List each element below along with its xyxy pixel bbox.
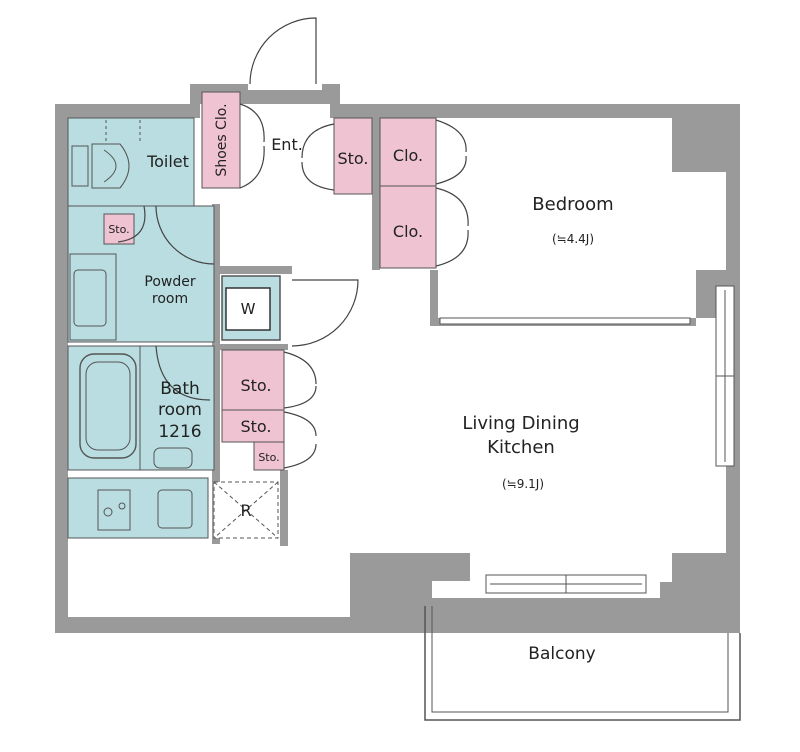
entrance-storage	[333, 117, 373, 195]
toilet-label: Toilet	[146, 152, 189, 171]
sink-cabinet	[69, 253, 117, 341]
shoes-door-2	[239, 145, 265, 189]
door-swings	[117, 17, 469, 469]
powder-room-label-2: room	[152, 291, 188, 307]
washer-box	[225, 287, 271, 331]
sto-door-3	[283, 411, 317, 437]
bedroom-label: Bedroom	[532, 194, 613, 215]
sto-door-4	[283, 443, 317, 469]
wall-bedroom-left	[372, 118, 380, 270]
storage-areas	[103, 91, 437, 471]
ldk-size-label: (≒9.1J)	[502, 477, 544, 491]
closet-lower-label: Clo.	[393, 222, 423, 241]
windows	[439, 285, 735, 594]
burner-1	[103, 507, 113, 517]
wet-areas	[67, 117, 281, 539]
closet-upper	[379, 117, 437, 187]
wall-storage-left	[212, 344, 288, 350]
clo-door-4	[435, 229, 469, 267]
bath-door	[155, 345, 211, 401]
storage-label-2: Sto.	[240, 417, 271, 436]
toilet-fixtures	[71, 120, 141, 189]
front-door-swing	[249, 17, 317, 85]
toilet-bowl	[91, 143, 130, 189]
balcony-inner	[431, 606, 729, 713]
toilet-storage-label: Sto.	[108, 223, 129, 236]
storage-box-1	[221, 349, 285, 411]
toilet-dashed-fixture	[105, 120, 141, 142]
fridge-label: R	[240, 501, 251, 520]
toilet-lid	[103, 149, 117, 183]
storage-box-2	[221, 409, 285, 443]
bathtub	[79, 353, 137, 459]
clo-door-3	[435, 187, 469, 227]
toilet-floor	[67, 117, 195, 207]
shoes-closet	[201, 91, 241, 189]
ldk-door	[291, 279, 359, 347]
entrance-label: Ent.	[271, 135, 303, 154]
powder-room-floor	[67, 205, 215, 343]
kitchen-sink	[157, 489, 193, 529]
shoes-door-1	[239, 103, 265, 143]
sto-door-1	[283, 351, 317, 385]
washer-label: W	[241, 300, 256, 318]
powder-room-label-1: Powder	[144, 274, 195, 290]
kitchen-counter	[67, 477, 209, 539]
fridge-cross-2	[213, 481, 279, 539]
ldk-label-2: Kitchen	[487, 437, 555, 458]
closet-lower	[379, 185, 437, 269]
bathroom-label-1: Bath	[160, 379, 200, 399]
wall-bedroom-top-corner	[672, 118, 726, 172]
storage-label-3: Sto.	[258, 451, 279, 464]
bathtub-inner	[85, 361, 131, 451]
storage-label-1: Sto.	[240, 376, 271, 395]
sink-basin	[73, 269, 107, 327]
bathroom-label-2: room	[158, 400, 202, 420]
ent-sto-door-1	[301, 123, 335, 159]
wall-ldk-left-step	[350, 553, 470, 581]
bath-stool	[153, 447, 193, 469]
wall-left-rooms	[212, 204, 220, 544]
burner-2	[118, 502, 126, 510]
room-labels: Shoes Clo. Ent. Sto. Clo. Clo. Bedroom (…	[108, 103, 613, 664]
shoes-closet-label: Shoes Clo.	[214, 103, 230, 176]
powder-door	[155, 205, 215, 265]
wall-hall-bottom	[212, 266, 292, 274]
entrance-storage-label: Sto.	[337, 149, 368, 168]
ent-sto-door-2	[301, 161, 335, 191]
bedroom-window-bottom	[439, 317, 691, 325]
wall-ldk-right-step	[672, 553, 726, 633]
clo-door-2	[435, 155, 467, 185]
wall-bedroom-bottom	[430, 270, 438, 326]
toilet-tank	[71, 145, 89, 187]
wall-fridge-right	[280, 470, 288, 546]
toilet-door	[117, 205, 146, 243]
closet-upper-label: Clo.	[393, 146, 423, 165]
sto-door-2	[283, 385, 317, 409]
bathroom-label-3: 1216	[158, 422, 201, 442]
bedroom-size-label: (≒4.4J)	[552, 232, 594, 246]
storage-box-3	[253, 441, 285, 471]
clo-door-1	[435, 119, 467, 153]
balcony-rail	[424, 606, 741, 721]
balcony-label: Balcony	[528, 644, 595, 664]
ldk-label-1: Living Dining	[462, 413, 579, 434]
stove	[97, 489, 131, 531]
